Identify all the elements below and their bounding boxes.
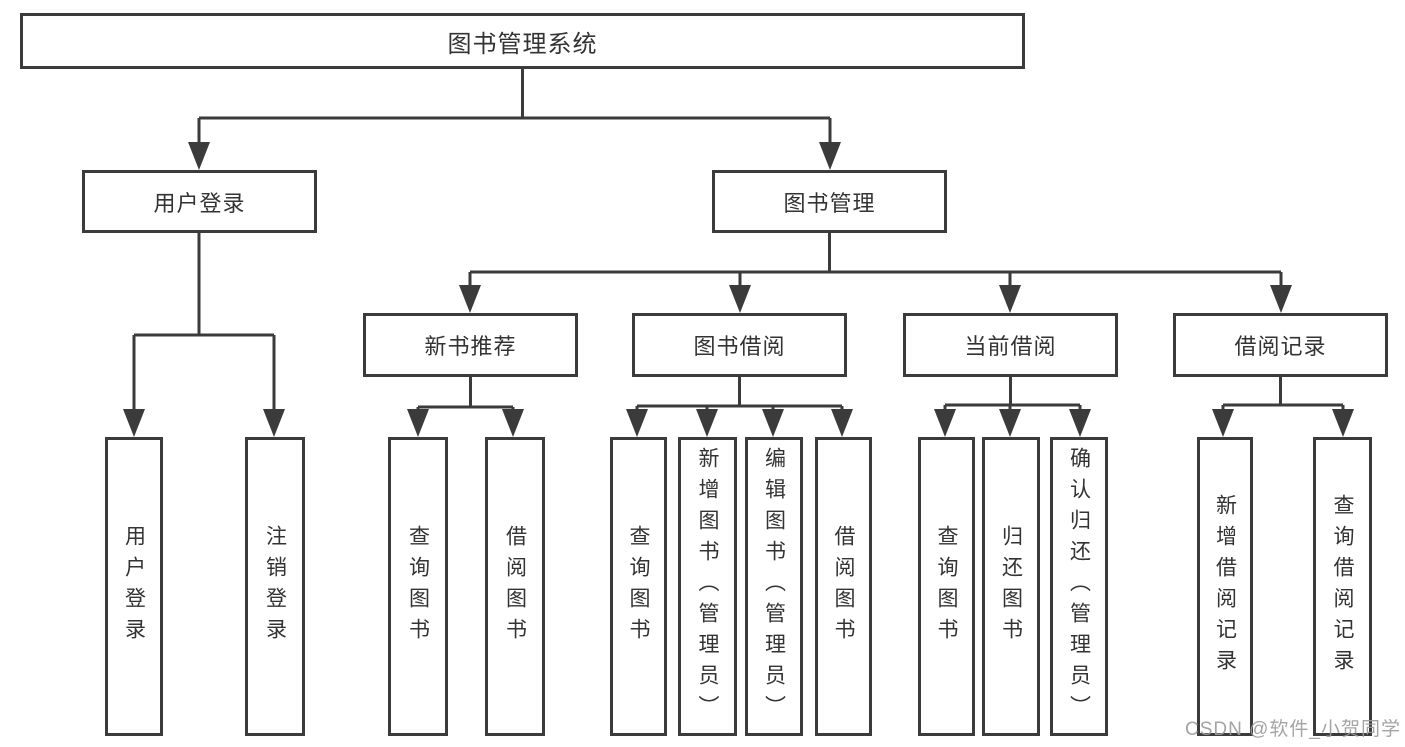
leaf-add-books-admin: 新增图书（管理员） [678,437,737,736]
leaf-add-borrow-record: 新增借阅记录 [1197,437,1253,736]
leaf-label: 新增借阅记录 [1213,493,1237,680]
node-current-borrow: 当前借阅 [903,313,1118,377]
leaf-label: 编辑图书（管理员） [762,447,786,726]
leaf-label: 查询借阅记录 [1331,493,1354,680]
leaf-return-books: 归还图书 [982,437,1040,736]
leaf-logout: 注销登录 [245,437,305,736]
leaf-label: 借阅图书 [503,524,527,649]
leaf-query-books-current: 查询图书 [918,437,975,736]
leaf-user-login: 用户登录 [105,437,163,736]
leaf-query-books-borrow: 查询图书 [610,437,667,736]
node-book-borrow: 图书借阅 [632,313,847,377]
leaf-label: 借阅图书 [832,524,855,649]
leaf-query-borrow-record: 查询借阅记录 [1313,437,1372,736]
node-new-book-recommend: 新书推荐 [363,313,578,377]
leaf-borrow-books-recommend: 借阅图书 [485,437,545,736]
leaf-label: 查询图书 [406,524,430,649]
leaf-label: 注销登录 [263,524,287,649]
node-book-management: 图书管理 [712,170,947,233]
leaf-label: 用户登录 [122,524,146,649]
leaf-edit-books-admin: 编辑图书（管理员） [745,437,803,736]
leaf-label: 新增图书（管理员） [696,447,719,726]
leaf-query-books-recommend: 查询图书 [388,437,448,736]
leaf-label: 归还图书 [999,524,1023,649]
arrowheads [123,142,1354,437]
leaf-label: 查询图书 [627,524,650,649]
leaf-label: 查询图书 [935,524,958,649]
node-borrow-record: 借阅记录 [1173,313,1388,377]
leaf-label: 确认归还（管理员） [1067,447,1091,726]
leaf-borrow-books: 借阅图书 [815,437,872,736]
node-user-login: 用户登录 [82,170,317,233]
leaf-confirm-return-admin: 确认归还（管理员） [1050,437,1108,736]
csdn-watermark: CSDN @软件_小贺同学 [1185,719,1401,740]
node-root-system: 图书管理系统 [20,13,1025,69]
